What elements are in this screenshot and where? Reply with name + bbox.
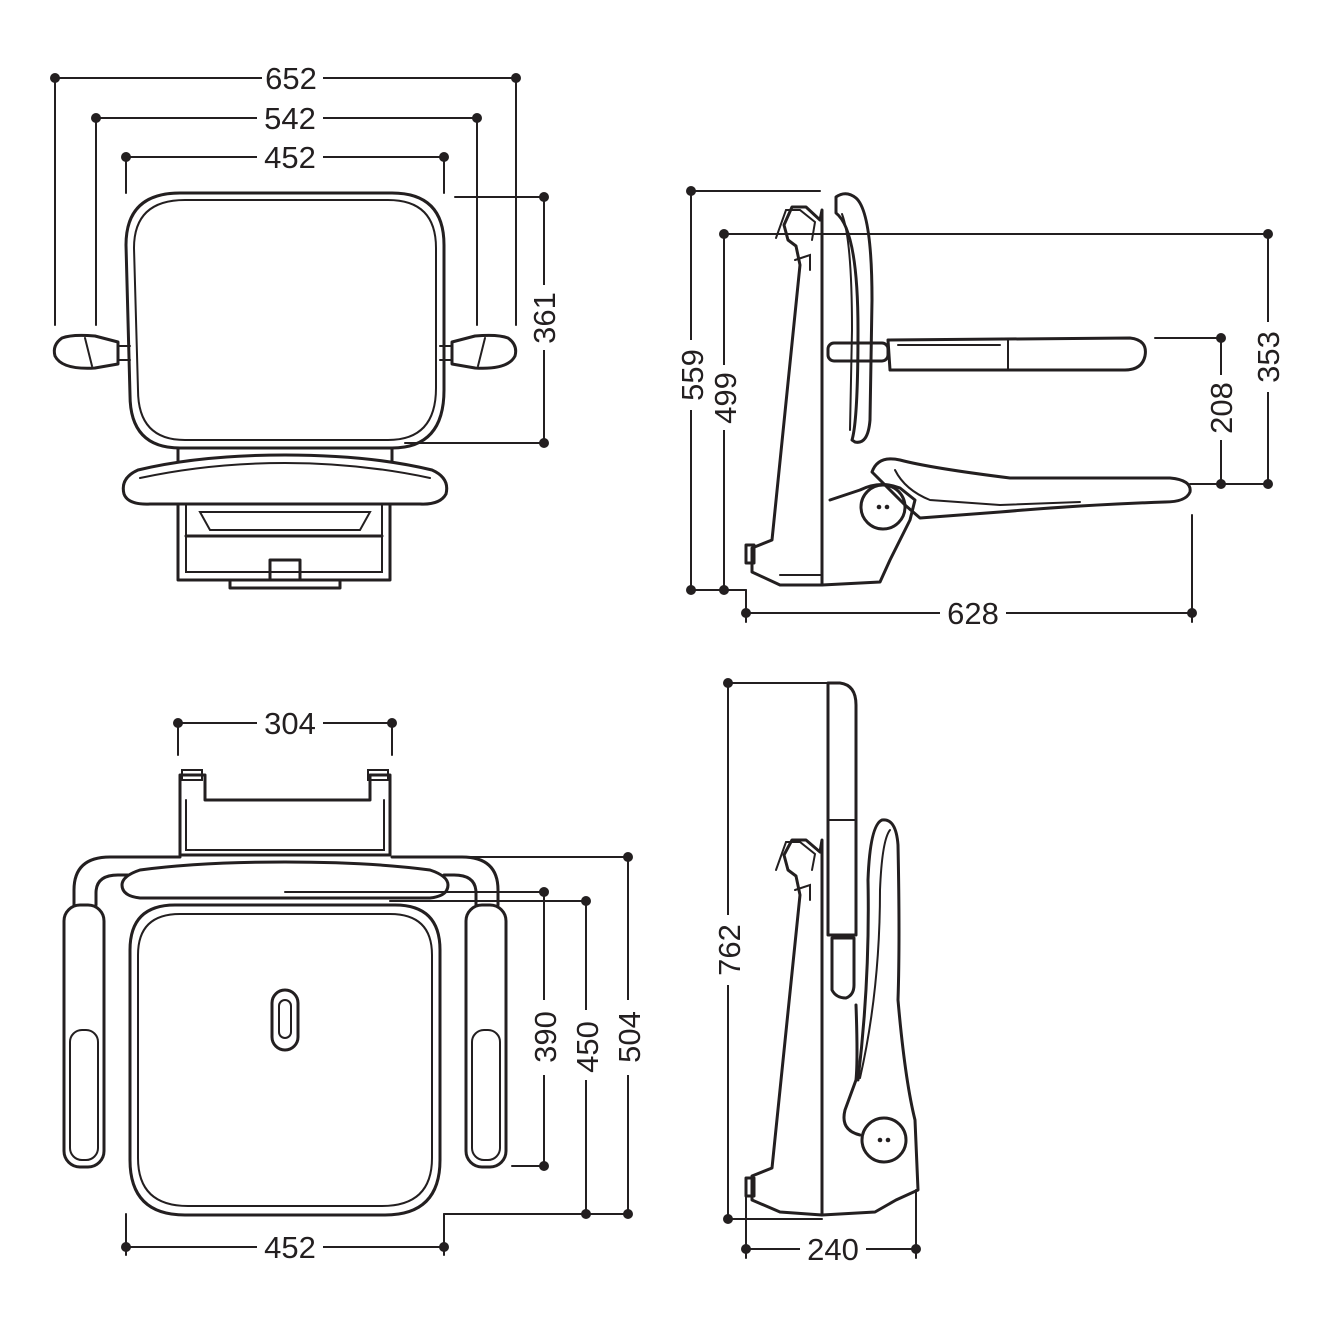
armrest-left-front xyxy=(52,333,120,370)
dim-label-304: 304 xyxy=(264,706,316,741)
backrest-folded xyxy=(826,681,858,937)
side-view-folded: 762 240 xyxy=(712,678,921,1267)
dim-side-height-backrest: 353 xyxy=(1251,229,1286,489)
dim-label-361: 361 xyxy=(527,292,562,344)
seat-side xyxy=(820,457,1192,587)
dim-label-559: 559 xyxy=(675,349,710,401)
dim-label-452-top: 452 xyxy=(264,1230,316,1265)
dim-front-width-overall: 652 xyxy=(50,61,521,326)
dim-label-208: 208 xyxy=(1204,382,1239,434)
seat-folded xyxy=(820,818,920,1217)
dim-folded-height: 762 xyxy=(712,678,841,1224)
armrest-left-top xyxy=(62,855,182,1169)
armrest-folded xyxy=(830,936,856,1000)
dim-top-depth-armrest: 390 xyxy=(284,887,563,1171)
armrest-right-top xyxy=(390,855,508,1169)
dim-label-628: 628 xyxy=(947,596,999,631)
dim-front-width-seat: 452 xyxy=(121,140,449,194)
dim-label-762: 762 xyxy=(712,924,747,976)
seat-top xyxy=(128,903,442,1217)
backrest-front xyxy=(124,191,446,450)
front-view: 652 542 452 361 xyxy=(50,61,562,590)
dim-label-240: 240 xyxy=(807,1232,859,1267)
backrest-side xyxy=(834,192,874,444)
top-view: 304 452 390 450 xyxy=(62,706,647,1265)
dim-top-width-bracket: 304 xyxy=(173,706,397,756)
dim-label-504: 504 xyxy=(612,1011,647,1063)
dim-top-width-seat: 452 xyxy=(121,1213,449,1265)
wall-bracket-top xyxy=(178,769,392,857)
dim-side-height-armrest: 208 xyxy=(1154,333,1269,489)
wall-bracket-folded xyxy=(750,838,824,1217)
armrest-right-front xyxy=(450,333,518,370)
dim-label-390: 390 xyxy=(528,1011,563,1063)
dim-label-353: 353 xyxy=(1251,331,1286,383)
dim-top-depth-overall: 504 xyxy=(391,852,647,1219)
dim-folded-depth: 240 xyxy=(741,1189,921,1267)
side-view-unfolded: 559 499 208 353 xyxy=(675,186,1286,631)
wall-bracket-side xyxy=(750,205,824,587)
dim-label-499: 499 xyxy=(708,372,743,424)
armrest-side xyxy=(826,336,1147,372)
dim-label-542: 542 xyxy=(264,101,316,136)
dim-label-450: 450 xyxy=(570,1021,605,1073)
seat-front xyxy=(121,453,449,506)
dim-front-height-backrest: 361 xyxy=(404,192,562,448)
wall-bracket-front xyxy=(176,502,392,590)
dim-label-652: 652 xyxy=(265,61,317,96)
dim-side-depth: 628 xyxy=(741,514,1197,631)
seat-handle-slot xyxy=(270,988,300,1052)
dim-side-height-backrest-top: 499 xyxy=(708,229,1269,595)
backrest-top xyxy=(120,860,450,900)
dim-top-depth-seat: 450 xyxy=(389,896,629,1219)
dim-front-width-armrests: 542 xyxy=(91,101,482,326)
dim-side-height-total: 559 xyxy=(675,186,821,595)
dim-label-452-front: 452 xyxy=(264,140,316,175)
